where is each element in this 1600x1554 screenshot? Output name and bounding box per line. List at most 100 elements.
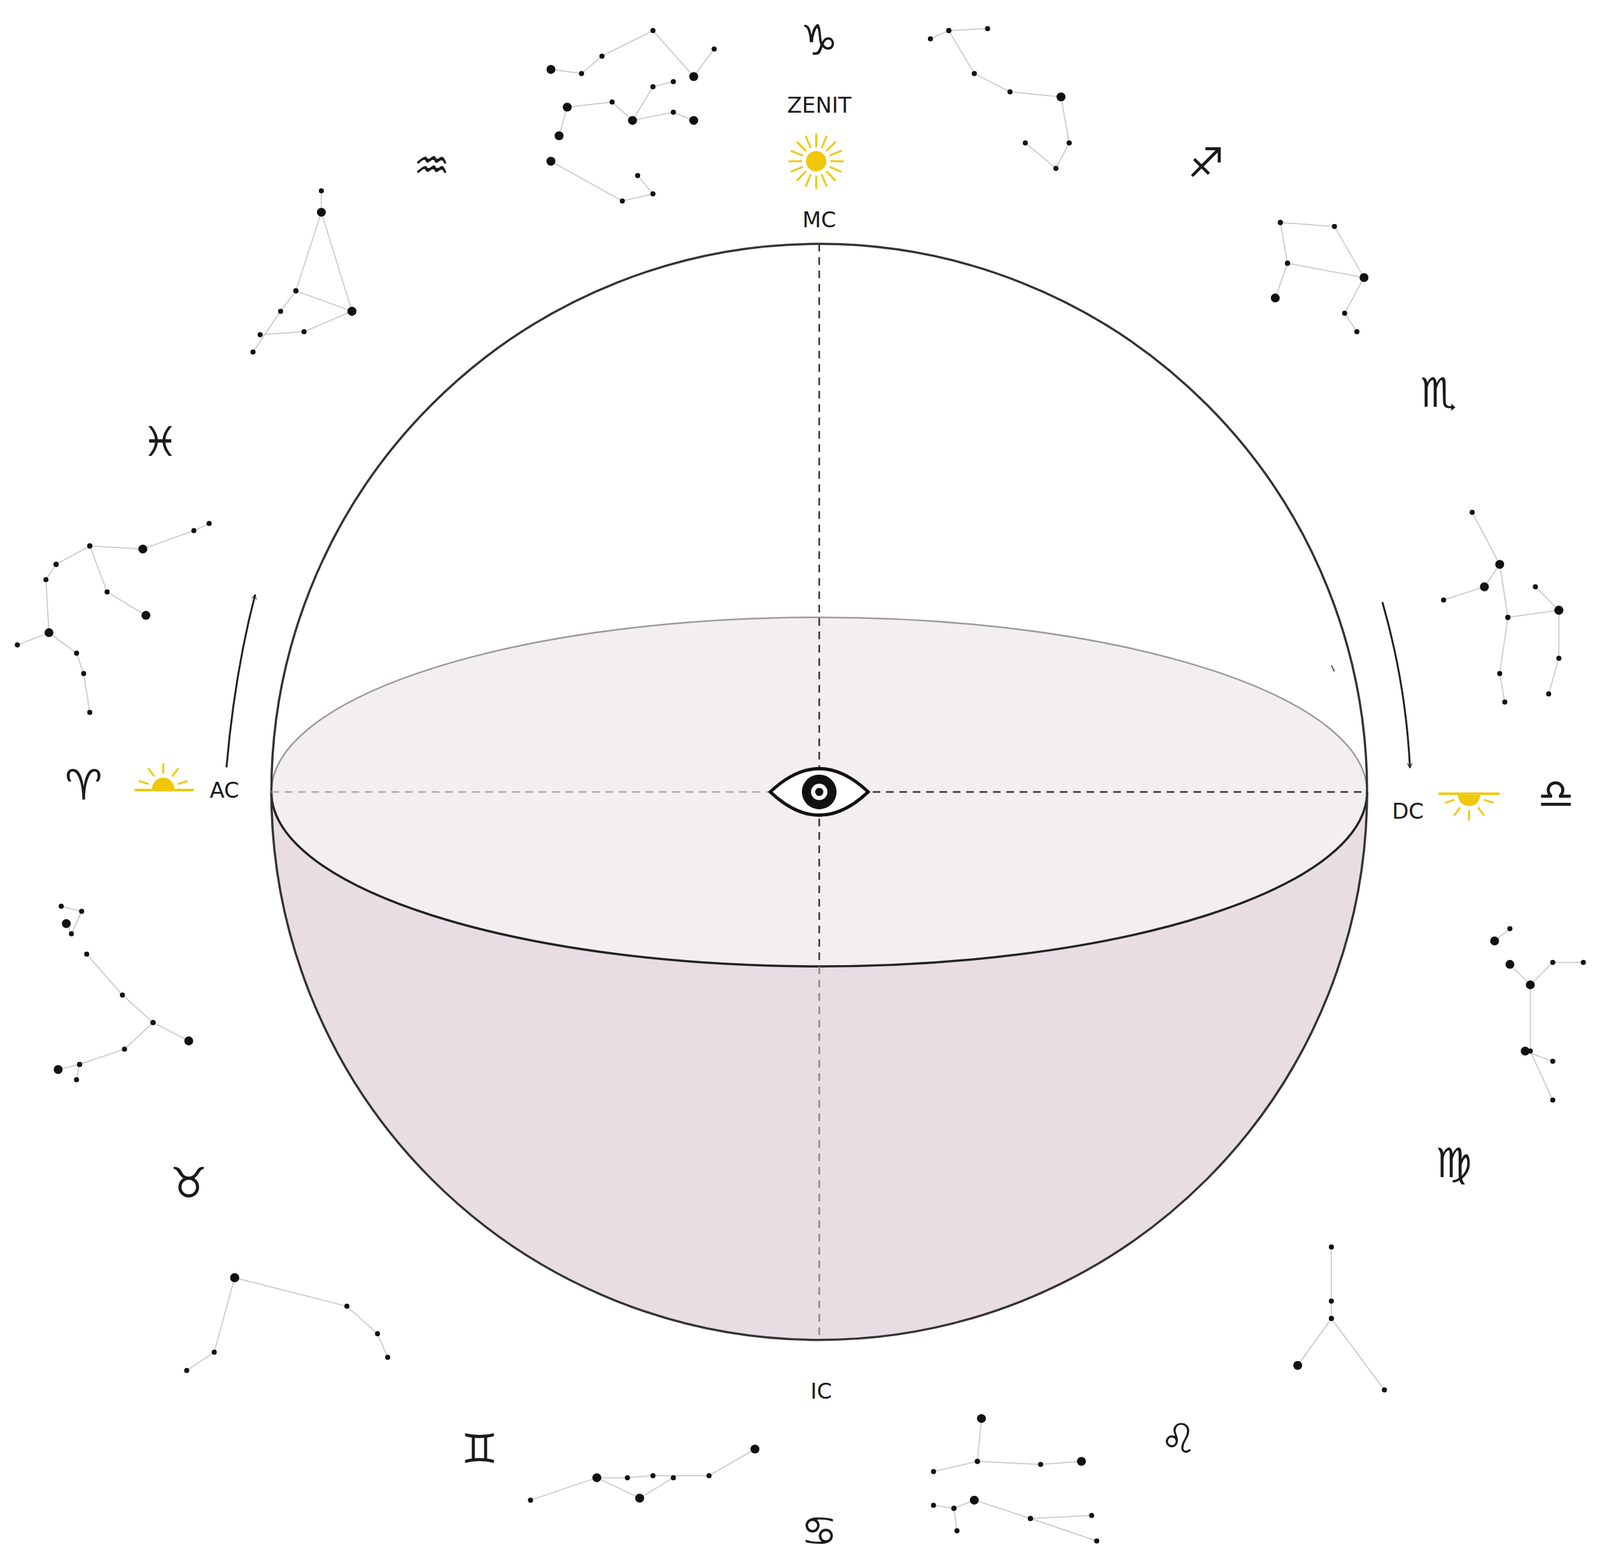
meridian-axis <box>818 966 821 1340</box>
sun-ray <box>826 141 836 152</box>
sun-ray <box>796 171 807 181</box>
star <box>1381 1386 1387 1392</box>
star <box>257 332 263 338</box>
observer-pupil <box>801 774 837 810</box>
constellation-line <box>632 81 674 121</box>
sun-ray <box>821 174 827 187</box>
rotation-arrow <box>226 595 256 768</box>
star <box>1556 655 1562 661</box>
zodiac-sign: ♋ <box>801 1510 838 1551</box>
horizon-mark <box>1438 792 1500 795</box>
star <box>564 104 570 110</box>
star <box>61 919 71 928</box>
star <box>1284 260 1291 267</box>
star <box>689 71 699 81</box>
point-label: AC <box>209 778 239 801</box>
star <box>206 520 212 526</box>
star <box>1056 92 1066 102</box>
star <box>975 1458 981 1464</box>
star <box>1284 260 1291 267</box>
star <box>599 53 605 59</box>
star <box>1328 1315 1334 1321</box>
star <box>80 670 86 676</box>
zodiac-sign: ♐ <box>1187 142 1224 184</box>
star <box>624 1474 631 1480</box>
star <box>975 1458 981 1464</box>
star <box>1354 329 1360 335</box>
constellation <box>1440 509 1564 705</box>
sphere-outline <box>271 243 1368 1340</box>
star <box>1053 165 1059 171</box>
star <box>1088 1512 1095 1518</box>
star <box>318 209 324 215</box>
star <box>711 46 717 52</box>
star <box>344 1303 350 1309</box>
constellation <box>546 28 717 204</box>
constellation-line <box>551 30 715 77</box>
constellation-line <box>954 1507 958 1530</box>
star <box>650 84 656 90</box>
sun-ray <box>177 780 188 785</box>
sun-ray <box>815 175 818 190</box>
star <box>1496 561 1502 567</box>
sun-ray <box>1454 807 1460 816</box>
zodiac-sign: ♏ <box>1420 372 1457 414</box>
sun-ray <box>788 160 802 163</box>
sun-ray <box>829 166 842 172</box>
zodiac-sign: ♒ <box>413 145 450 186</box>
star <box>138 544 148 554</box>
star <box>562 102 572 112</box>
sun-ray <box>1444 799 1455 803</box>
star <box>250 349 256 355</box>
star <box>77 1061 83 1067</box>
star <box>1494 559 1504 569</box>
star <box>150 1019 156 1025</box>
star <box>68 931 74 937</box>
sun-ray <box>1483 799 1494 803</box>
star <box>87 543 93 549</box>
star <box>150 1019 156 1025</box>
zodiac-sign: ♊ <box>461 1428 498 1469</box>
star <box>1270 293 1280 303</box>
star <box>1328 1298 1334 1304</box>
sun-ray <box>790 166 803 172</box>
constellation-line <box>977 1460 1082 1464</box>
star <box>1022 140 1028 146</box>
star <box>1550 1058 1556 1064</box>
zodiac-sign: ♓ <box>141 421 179 463</box>
observer-pupil-core <box>815 787 824 797</box>
star <box>119 992 125 998</box>
star <box>84 951 90 957</box>
star <box>650 1472 656 1478</box>
constellation-line <box>933 1417 982 1471</box>
constellation-line <box>89 546 146 616</box>
star <box>1507 926 1513 932</box>
constellation-line <box>253 190 322 352</box>
star <box>976 1413 986 1423</box>
constellation-line <box>933 1499 1092 1518</box>
zodiac-sign: ♈ <box>64 764 103 807</box>
zenith-sun <box>805 150 827 172</box>
star <box>592 1472 602 1482</box>
star <box>318 188 324 194</box>
constellation-line <box>17 632 50 645</box>
constellation-line <box>1030 1517 1097 1541</box>
star <box>230 1272 240 1282</box>
constellation-line <box>1509 962 1583 985</box>
star <box>1545 691 1551 697</box>
constellation-line <box>558 106 568 136</box>
star <box>650 28 656 34</box>
point-label: DC <box>1391 800 1424 822</box>
constellation-line <box>56 523 209 564</box>
star <box>1505 614 1511 620</box>
constellations <box>14 26 1586 1544</box>
star <box>650 191 656 197</box>
star <box>87 709 93 715</box>
sun-ray <box>172 768 179 777</box>
sun-ray <box>826 171 836 181</box>
star <box>1361 274 1367 281</box>
zodiac-sign: ♑ <box>800 19 839 62</box>
meridian-axis <box>818 243 821 967</box>
